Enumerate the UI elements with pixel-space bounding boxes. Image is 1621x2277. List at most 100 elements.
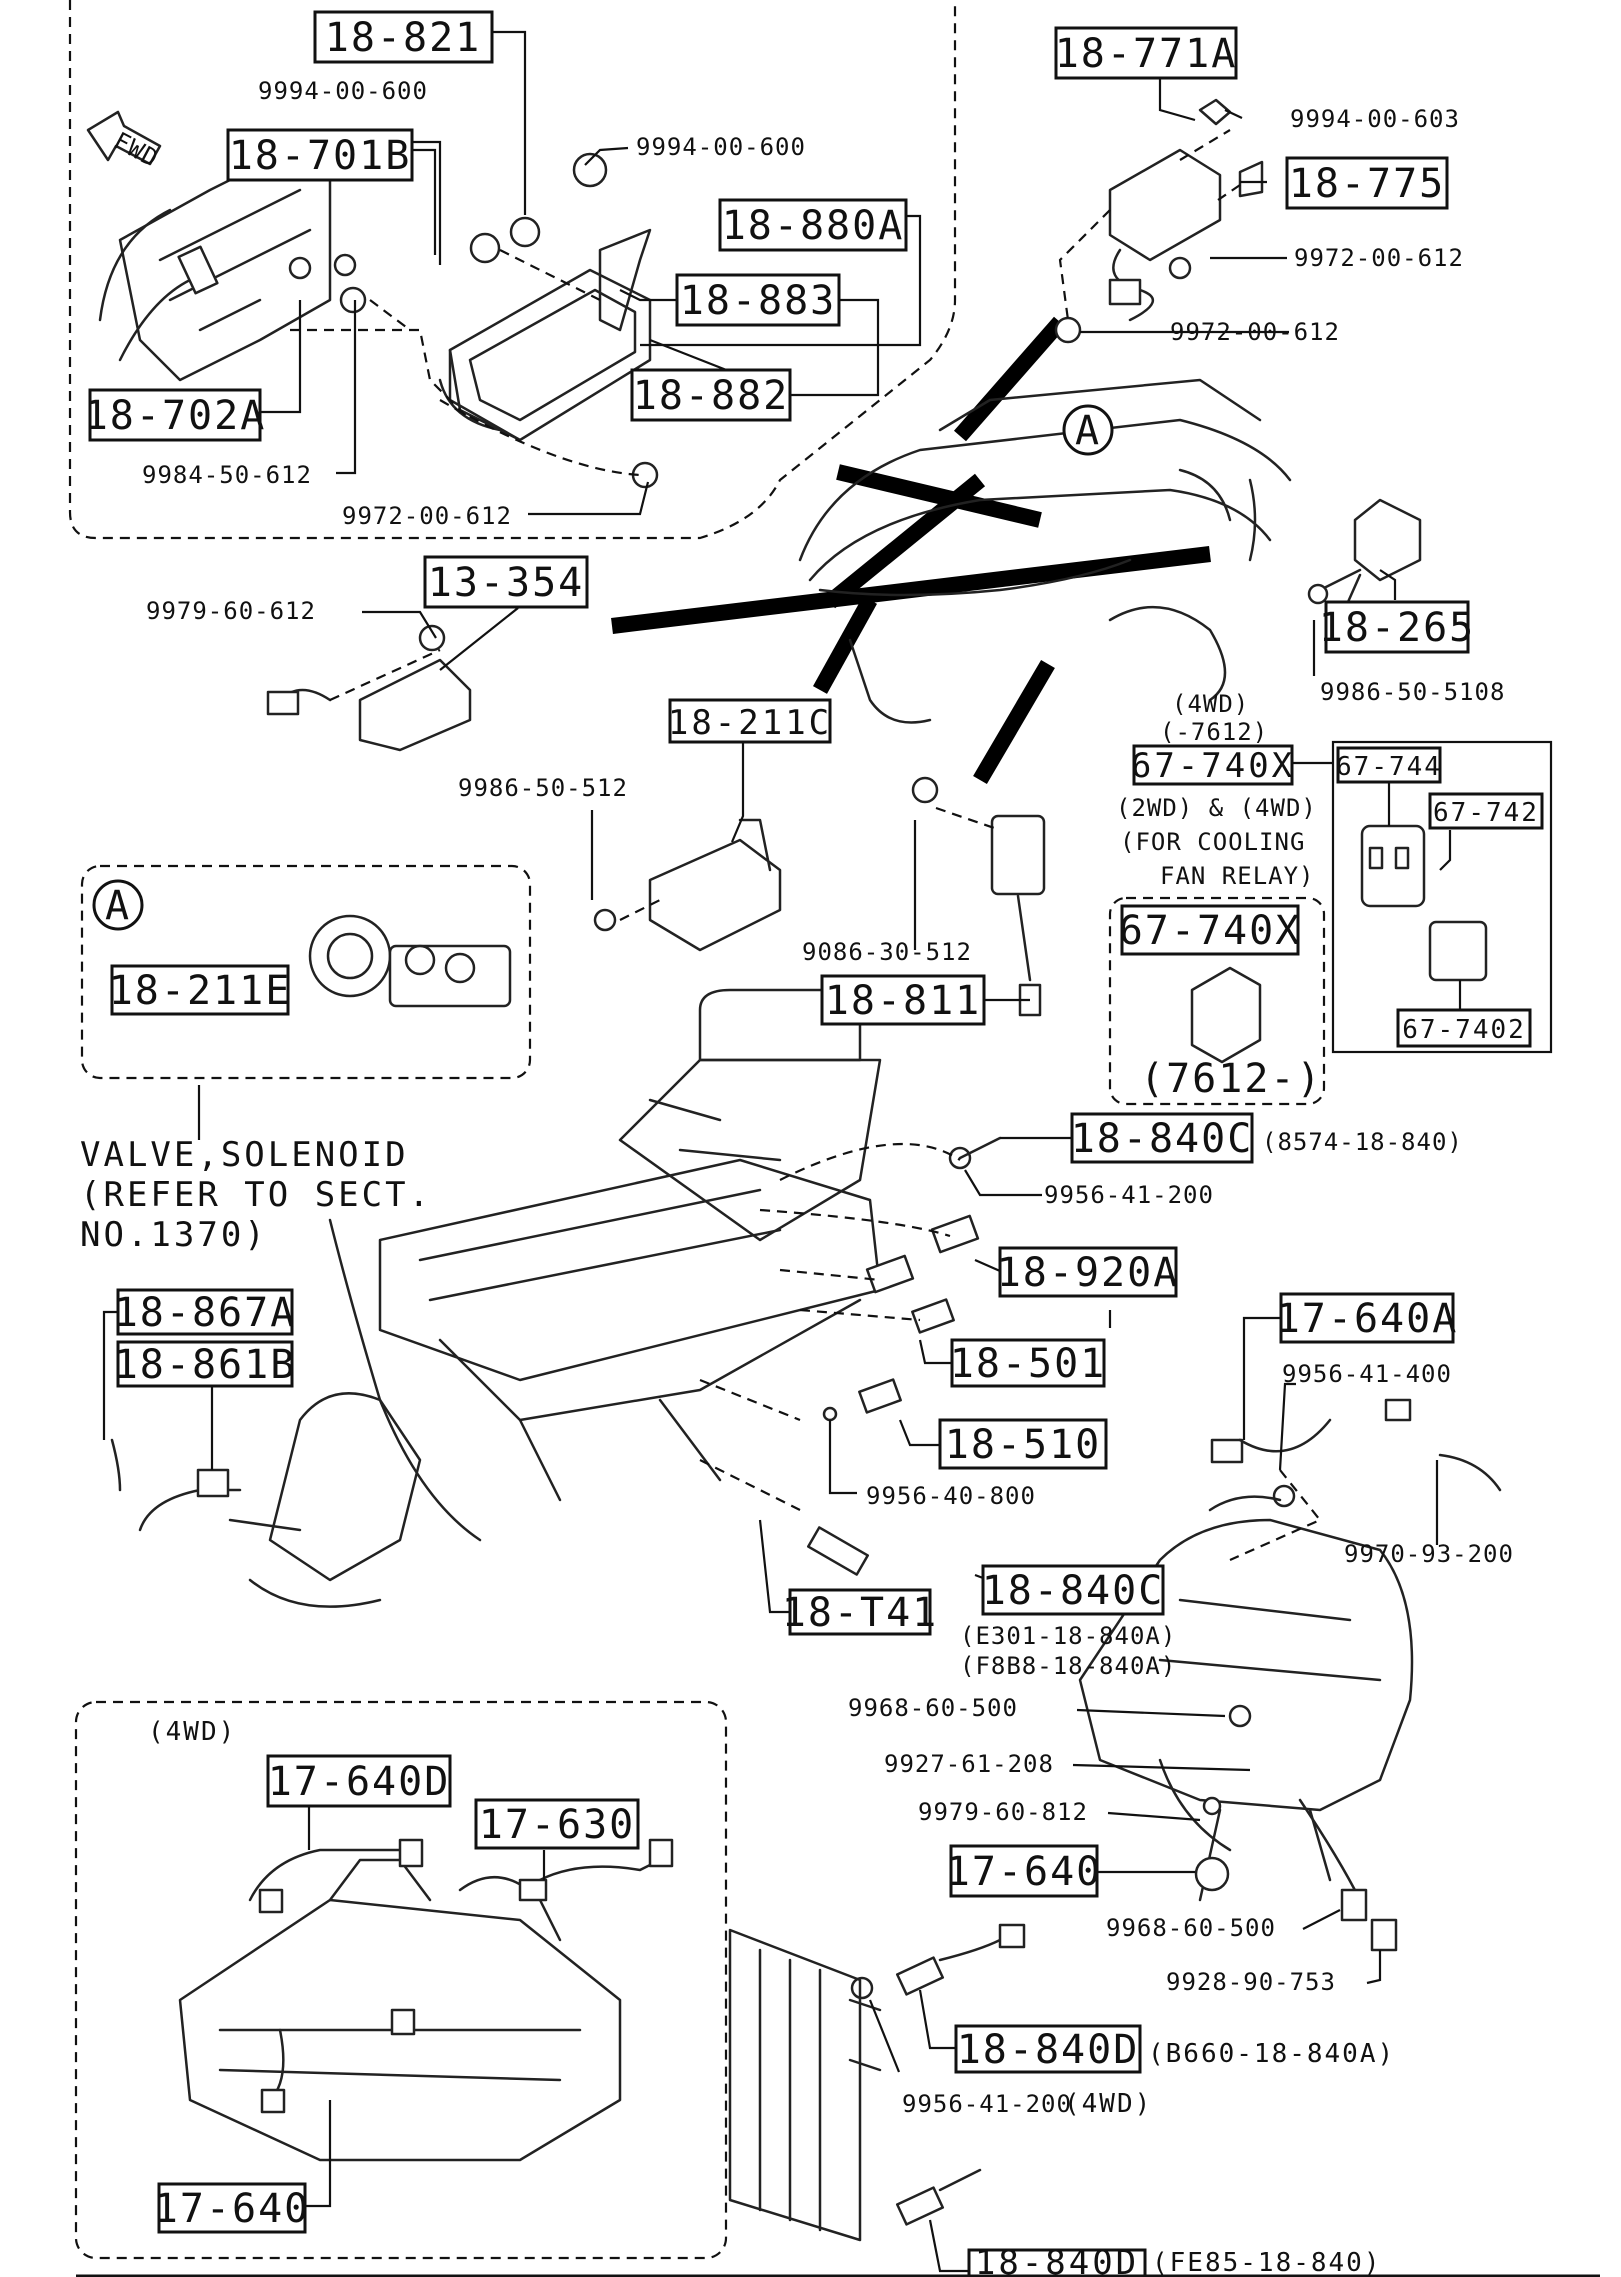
pn-9979-60-612: 9979-60-612 bbox=[146, 597, 316, 625]
label-17-640-right: 17-640 bbox=[946, 1849, 1103, 1895]
note-4wd-group: (4WD) bbox=[148, 1717, 236, 1747]
sensor-18-811-sketch bbox=[911, 776, 1046, 1017]
note-alt-b660: (B660-18-840A) bbox=[1148, 2039, 1395, 2069]
note-alt-f8b8: (F8B8-18-840A) bbox=[960, 1652, 1176, 1680]
label-18-867A: 18-867A bbox=[114, 1290, 297, 1336]
relay-67-740x-sketch bbox=[1190, 966, 1262, 1064]
label-18-811: 18-811 bbox=[825, 978, 982, 1024]
note-cooling-3: FAN RELAY) bbox=[1160, 862, 1315, 890]
pn-9928-90-753: 9928-90-753 bbox=[1166, 1968, 1336, 1996]
label-67-742: 67-742 bbox=[1433, 798, 1539, 828]
notes: (4WD) (-7612) (2WD) & (4WD) (FOR COOLING… bbox=[80, 690, 1463, 2277]
note-4wd-upper: (4WD) bbox=[1172, 690, 1249, 718]
fasteners-top bbox=[288, 152, 659, 489]
thermo-sensors-sketch bbox=[850, 1923, 1026, 2226]
relay-67-7402-sketch bbox=[1428, 920, 1488, 982]
pn-9968-60-500-a: 9968-60-500 bbox=[848, 1694, 1018, 1722]
pn-9927-61-208: 9927-61-208 bbox=[884, 1750, 1054, 1778]
pn-9956-40-800: 9956-40-800 bbox=[866, 1482, 1036, 1510]
note-valve-1: VALVE,SOLENOID bbox=[80, 1135, 409, 1175]
relay-7612-group-boundary bbox=[1108, 896, 1326, 1106]
switches-right bbox=[1158, 1398, 1502, 1952]
part-numbers: 9994-00-600 9994-00-600 9984-50-612 9972… bbox=[142, 77, 1514, 2118]
pn-9994-00-600-a: 9994-00-600 bbox=[258, 77, 428, 105]
label-17-640A: 17-640A bbox=[1276, 1296, 1459, 1342]
note-cooling-2: (FOR COOLING bbox=[1120, 828, 1305, 856]
label-17-640D: 17-640D bbox=[268, 1759, 451, 1805]
label-18-840C-upper: 18-840C bbox=[1071, 1116, 1254, 1162]
note-range-7612: (-7612) bbox=[1160, 718, 1268, 746]
pn-9994-00-603: 9994-00-603 bbox=[1290, 105, 1460, 133]
pn-9956-41-200-lower: 9956-41-200 bbox=[902, 2090, 1072, 2118]
pn-9979-60-812: 9979-60-812 bbox=[918, 1798, 1088, 1826]
pn-9956-41-200-upper: 9956-41-200 bbox=[1044, 1181, 1214, 1209]
sensors-right-engine bbox=[807, 1136, 1002, 1576]
oxygen-sensor-sketch bbox=[110, 1438, 302, 1532]
transfer-4wd-sketch bbox=[178, 1838, 674, 2162]
pn-9986-50-512: 9986-50-512 bbox=[458, 774, 628, 802]
callout-a-top: A bbox=[1075, 408, 1101, 454]
engine-block-sketch bbox=[248, 1392, 422, 1608]
fwd-arrow: FWD bbox=[86, 110, 163, 173]
pn-9986-50-5108: 9986-50-5108 bbox=[1320, 678, 1505, 706]
label-13-354: 13-354 bbox=[428, 560, 585, 606]
label-18-211C: 18-211C bbox=[668, 703, 832, 743]
label-18-883: 18-883 bbox=[680, 278, 837, 324]
pn-9972-00-612-b: 9972-00-612 bbox=[1170, 318, 1340, 346]
ecu-module-sketch bbox=[438, 268, 652, 442]
note-cooling-1: (2WD) & (4WD) bbox=[1116, 794, 1317, 822]
label-18-775: 18-775 bbox=[1289, 161, 1446, 207]
transmission-right-sketch bbox=[1078, 1495, 1414, 1902]
pn-9970-93-200: 9970-93-200 bbox=[1344, 1540, 1514, 1568]
label-18-510: 18-510 bbox=[945, 1422, 1102, 1468]
label-18-840D-upper: 18-840D bbox=[957, 2027, 1140, 2073]
radiator-sketch bbox=[728, 1928, 882, 2242]
part-label-boxes: 18-821 18-701B 18-880A 18-883 18-882 18-… bbox=[84, 10, 1544, 2277]
pn-9984-50-612: 9984-50-612 bbox=[142, 461, 312, 489]
label-18-880A: 18-880A bbox=[722, 203, 905, 249]
pointer-stripes bbox=[611, 316, 1211, 785]
pn-9086-30-512: 9086-30-512 bbox=[802, 938, 972, 966]
label-67-740X-upper: 67-740X bbox=[1131, 746, 1295, 786]
label-67-7402: 67-7402 bbox=[1402, 1015, 1526, 1045]
note-alt-e301: (E301-18-840A) bbox=[960, 1622, 1176, 1650]
note-range-7612-plus: (7612-) bbox=[1140, 1056, 1323, 1102]
label-18-501: 18-501 bbox=[950, 1341, 1107, 1387]
car-body-sketch bbox=[798, 378, 1292, 724]
note-alt-fe85: (FE85-18-840) bbox=[1152, 2248, 1382, 2277]
label-18-702A: 18-702A bbox=[84, 393, 267, 439]
relay-box-group-boundary bbox=[1331, 740, 1553, 1054]
label-67-740X-lower: 67-740X bbox=[1119, 908, 1302, 954]
bracket-18-211c-sketch bbox=[593, 818, 782, 952]
pn-9956-41-400: 9956-41-400 bbox=[1282, 1360, 1452, 1388]
label-18-211E: 18-211E bbox=[109, 968, 292, 1014]
note-alt-8574: (8574-18-840) bbox=[1262, 1128, 1463, 1156]
label-18-T41: 18-T41 bbox=[782, 1590, 939, 1636]
relay-67-744-sketch bbox=[1360, 824, 1426, 908]
pn-9972-00-612-top: 9972-00-612 bbox=[342, 502, 512, 530]
label-18-840D-lower: 18-840D bbox=[975, 2243, 1139, 2277]
sensor-13-354-sketch bbox=[266, 624, 472, 752]
valve-solenoid-sketch bbox=[308, 914, 512, 1008]
callout-a-inset: A bbox=[105, 883, 131, 929]
pn-9968-60-500-b: 9968-60-500 bbox=[1106, 1914, 1276, 1942]
ecu-bracket-sketch bbox=[98, 148, 332, 382]
label-18-771A: 18-771A bbox=[1055, 31, 1238, 77]
relay-top-sketch bbox=[1054, 98, 1264, 344]
pn-9994-00-600-b: 9994-00-600 bbox=[636, 133, 806, 161]
note-valve-3: NO.1370) bbox=[80, 1215, 268, 1255]
callout-a-markers: A A bbox=[92, 404, 1114, 931]
note-valve-2: (REFER TO SECT. bbox=[80, 1175, 432, 1215]
pn-9972-00-612-a: 9972-00-612 bbox=[1294, 244, 1464, 272]
label-17-630: 17-630 bbox=[479, 1802, 636, 1848]
label-18-840C-lower: 18-840C bbox=[982, 1568, 1165, 1614]
callout-a-group-boundary bbox=[80, 864, 532, 1080]
label-18-701B: 18-701B bbox=[229, 133, 412, 179]
top-left-group-boundary bbox=[68, 0, 957, 540]
label-67-744: 67-744 bbox=[1336, 752, 1442, 782]
label-18-861B: 18-861B bbox=[114, 1342, 297, 1388]
label-18-920A: 18-920A bbox=[997, 1250, 1180, 1296]
label-17-640-left: 17-640 bbox=[154, 2186, 311, 2232]
note-4wd-suffix: (4WD) bbox=[1064, 2089, 1152, 2119]
